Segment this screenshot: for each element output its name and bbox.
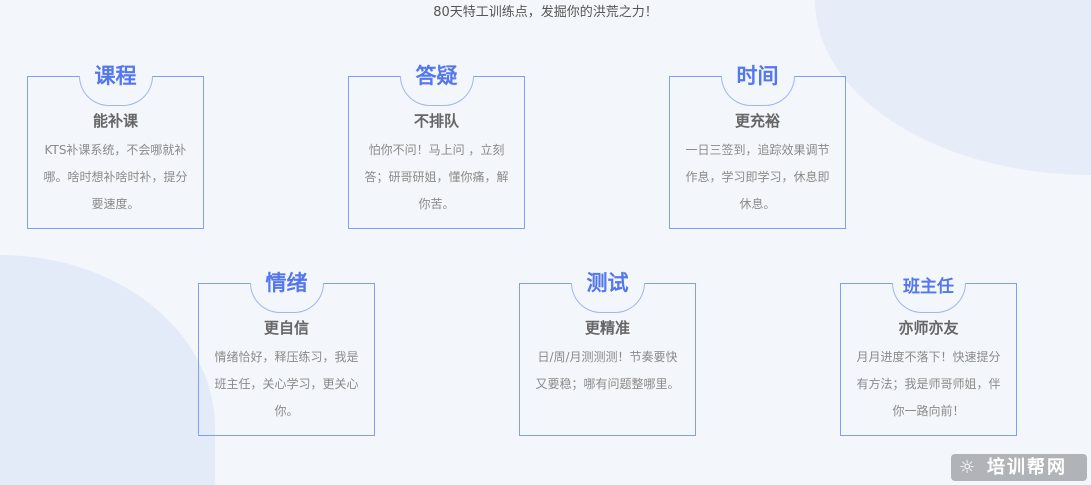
card-title: 课程 — [94, 64, 137, 88]
card-description: KTS补课系统，不会哪就补哪。啥时想补啥时补，提分要速度。 — [43, 143, 188, 211]
card-description: 情绪恰好，释压练习，我是班主任，关心学习，更关心你。 — [214, 350, 359, 418]
card-title: 答疑 — [415, 64, 458, 88]
card-description: 日/周/月测测测！节奏要快又要稳；哪有问题整哪里。 — [535, 350, 680, 391]
card-title: 时间 — [736, 64, 779, 88]
watermark: ☼ 培训帮网 — [951, 454, 1087, 481]
card-subtitle: 更充裕 — [734, 112, 780, 130]
background-blob — [0, 255, 215, 485]
watermark-text: 培训帮网 — [987, 457, 1067, 478]
card-subtitle: 更精准 — [584, 319, 630, 337]
background-blob — [815, 0, 1091, 175]
feature-card-test: 测试 更精准 日/周/月测测测！节奏要快又要稳；哪有问题整哪里。 — [519, 271, 696, 436]
card-subtitle: 能补课 — [92, 112, 138, 130]
card-description: 月月进度不落下！快速提分有方法；我是师哥师姐，伴你一路向前！ — [856, 350, 1001, 418]
card-description: 怕你不问！马上问 ，立刻答；研哥研姐，懂你痛，解你苦。 — [364, 143, 509, 211]
feature-card-emotion: 情绪 更自信 情绪恰好，释压练习，我是班主任，关心学习，更关心你。 — [198, 271, 375, 436]
card-description: 一日三签到，追踪效果调节作息，学习即学习，休息即休息。 — [685, 143, 830, 211]
sun-logo-icon: ☼ — [959, 457, 978, 478]
card-subtitle: 更自信 — [263, 319, 309, 337]
feature-card-qa: 答疑 不排队 怕你不问！马上问 ，立刻答；研哥研姐，懂你痛，解你苦。 — [348, 64, 525, 229]
card-title: 班主任 — [903, 277, 954, 297]
feature-card-time: 时间 更充裕 一日三签到，追踪效果调节作息，学习即学习，休息即休息。 — [669, 64, 846, 229]
card-subtitle: 亦师亦友 — [898, 319, 959, 337]
card-title: 情绪 — [265, 271, 308, 295]
card-subtitle: 不排队 — [413, 112, 459, 130]
feature-card-course: 课程 能补课 KTS补课系统，不会哪就补哪。啥时想补啥时补，提分要速度。 — [27, 64, 204, 229]
section-subtitle: 80天特工训练点，发掘你的洪荒之力！ — [433, 5, 658, 20]
card-title: 测试 — [586, 271, 629, 295]
feature-card-head-teacher: 班主任 亦师亦友 月月进度不落下！快速提分有方法；我是师哥师姐，伴你一路向前！ — [840, 277, 1017, 436]
